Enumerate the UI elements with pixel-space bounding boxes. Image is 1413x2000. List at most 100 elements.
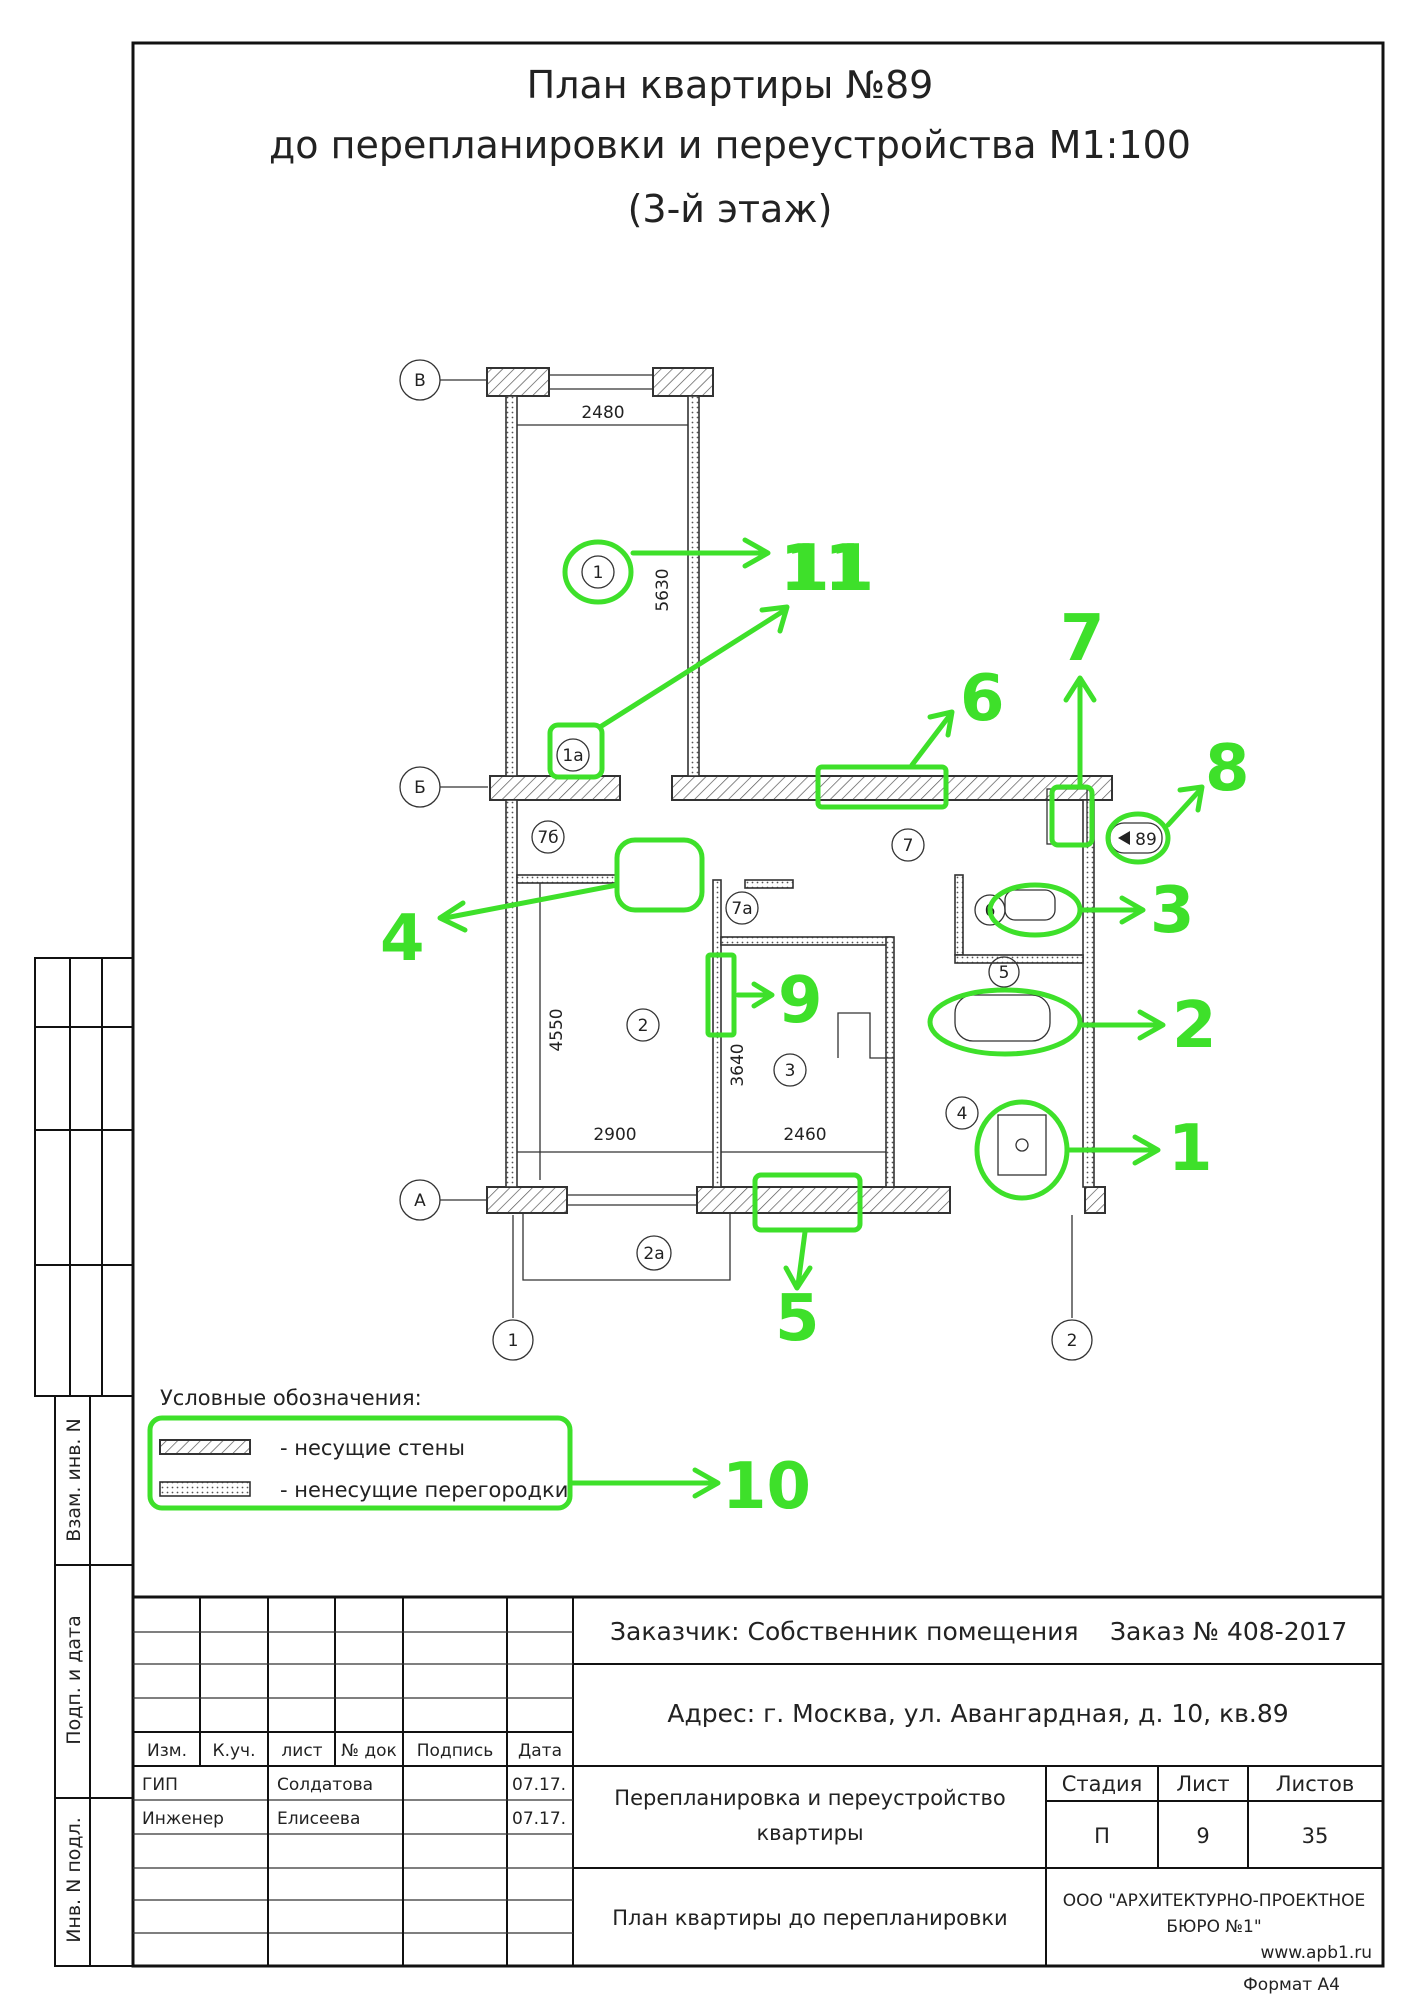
stamp-project-line1: Перепланировка и переустройство — [614, 1786, 1005, 1810]
partition-balcony-left — [505, 395, 518, 777]
stamp-date-engineer: 07.17. — [512, 1809, 566, 1829]
kitchen-stove — [997, 1114, 1047, 1176]
stamp-date-gip: 07.17. — [512, 1775, 566, 1795]
dim-balcony-width: 2480 — [581, 403, 624, 423]
wall-b-right — [671, 775, 1113, 801]
partition-right — [1082, 799, 1095, 1188]
stamp-customer: Заказчик: Собственник помещения — [610, 1617, 1079, 1646]
wall-balcony-top-right — [652, 367, 714, 397]
partition-balcony-right — [687, 395, 700, 777]
annotation-5: 5 — [775, 1282, 820, 1356]
apartment-number: 89 — [1135, 830, 1157, 850]
stamp-sheets-value: 35 — [1302, 1824, 1329, 1848]
partition-bath — [954, 954, 1084, 964]
stamp-project-line2: квартиры — [756, 1821, 863, 1845]
stamp-role-engineer: Инженер — [142, 1809, 224, 1829]
wall-a-mid — [696, 1186, 951, 1214]
room-7: 7 — [903, 836, 914, 856]
axis-bubble-v — [399, 359, 441, 401]
legend-bearing-swatch — [159, 1439, 251, 1455]
wall-balcony-top-left — [486, 367, 550, 397]
stamp-site: www.apb1.ru — [1260, 1943, 1372, 1963]
stamp-org-line1: ООО "АРХИТЕКТУРНО-ПРОЕКТНОЕ — [1063, 1891, 1366, 1911]
partition-room3-top — [720, 936, 892, 946]
partition-room2-top — [516, 874, 618, 884]
room-3: 3 — [785, 1061, 796, 1081]
annotation-4: 4 — [380, 902, 425, 976]
annotation-11-a: 11 — [780, 532, 869, 606]
room-4: 4 — [957, 1104, 968, 1124]
stamp-header-list: лист — [281, 1741, 322, 1761]
legend-nonbearing-swatch — [159, 1481, 251, 1497]
stamp-address: Адрес: г. Москва, ул. Авангардная, д. 10… — [667, 1699, 1288, 1728]
partition-left — [505, 799, 518, 1188]
stamp-order: Заказ № 408-2017 — [1110, 1617, 1347, 1646]
legend: Условные обозначения: - несущие стены - … — [159, 1386, 568, 1502]
stamp-stage-label: Стадия — [1062, 1772, 1143, 1796]
paper-format: Формат А4 — [1243, 1975, 1340, 1995]
room-7b: 7б — [537, 828, 558, 848]
axis-bubble-2 — [1051, 1319, 1093, 1361]
dim-room3-width: 2460 — [783, 1125, 826, 1145]
room-7a: 7а — [731, 899, 752, 919]
axis-bubble-b — [399, 766, 441, 808]
partition-closet — [744, 879, 794, 889]
room-1a: 1а — [562, 746, 583, 766]
wall-b-left — [489, 775, 621, 801]
legend-bearing-text: - несущие стены — [280, 1436, 465, 1460]
annotation-2: 2 — [1172, 989, 1217, 1063]
wall-a-left — [486, 1186, 568, 1214]
axis-label-a: А — [414, 1191, 426, 1211]
stamp-header-izm: Изм. — [147, 1741, 187, 1761]
partition-room3-right — [885, 936, 895, 1188]
axis-label-2: 2 — [1067, 1331, 1078, 1351]
annotation-9: 9 — [778, 964, 823, 1038]
side-label-inv: Инв. N подл. — [63, 1817, 85, 1943]
axis-bubble-a — [399, 1179, 441, 1221]
annotation-10: 10 — [722, 1450, 811, 1524]
wall-a-right — [1084, 1186, 1106, 1214]
floor-plan: В Б А 1 2 — [399, 359, 1163, 1361]
stamp-sheet-value: 9 — [1196, 1824, 1209, 1848]
title-line-1: План квартиры №89 — [527, 63, 934, 107]
partition-wc — [954, 874, 964, 956]
room-2: 2 — [638, 1016, 649, 1036]
dim-room2-depth: 4550 — [547, 1008, 567, 1051]
annotation-7: 7 — [1060, 602, 1105, 676]
axis-label-1: 1 — [508, 1331, 519, 1351]
hand-annotations: 11 11 6 7 8 4 3 9 2 — [147, 532, 1250, 1524]
dim-room2-width: 2900 — [593, 1125, 636, 1145]
stamp-name-gip: Солдатова — [277, 1775, 373, 1795]
stamp-name-engineer: Елисеева — [277, 1809, 360, 1829]
stamp-sheet-label: Лист — [1176, 1772, 1229, 1796]
stamp-sheets-label: Листов — [1276, 1772, 1354, 1796]
title-line-2: до перепланировки и переустройства М1:10… — [269, 123, 1191, 167]
room-5: 5 — [999, 963, 1010, 983]
side-label-vzam: Взам. инв. N — [63, 1418, 85, 1541]
stamp-stage-value: П — [1094, 1824, 1110, 1848]
title-line-3: (3-й этаж) — [628, 187, 833, 231]
stamp-header-doc: № док — [341, 1741, 397, 1761]
axis-label-v: В — [414, 371, 426, 391]
legend-title: Условные обозначения: — [160, 1386, 422, 1410]
room-1: 1 — [593, 563, 604, 583]
axis-label-b: Б — [414, 778, 426, 798]
annotation-8: 8 — [1205, 732, 1250, 806]
stamp-header-sign: Подпись — [417, 1741, 493, 1761]
annotation-1: 1 — [1168, 1112, 1213, 1186]
axis-bubble-1 — [492, 1319, 534, 1361]
stamp-drawing-name: План квартиры до перепланировки — [612, 1906, 1007, 1930]
stamp-org-line2: БЮРО №1" — [1166, 1917, 1261, 1937]
stamp-header-kuch: К.уч. — [213, 1741, 256, 1761]
stamp-role-gip: ГИП — [142, 1775, 178, 1795]
annotation-3: 3 — [1150, 874, 1195, 948]
room-2a: 2а — [643, 1244, 664, 1264]
annotation-11-b: 11 — [785, 532, 874, 606]
dim-room3-depth: 3640 — [728, 1043, 748, 1086]
side-table: Взам. инв. N Подп. и дата Инв. N подл. — [34, 957, 134, 1967]
toilet — [1004, 889, 1056, 921]
dim-balcony-depth: 5630 — [653, 568, 673, 611]
legend-nonbearing-text: - ненесущие перегородки — [280, 1478, 568, 1502]
side-label-podp: Подп. и дата — [63, 1615, 85, 1744]
